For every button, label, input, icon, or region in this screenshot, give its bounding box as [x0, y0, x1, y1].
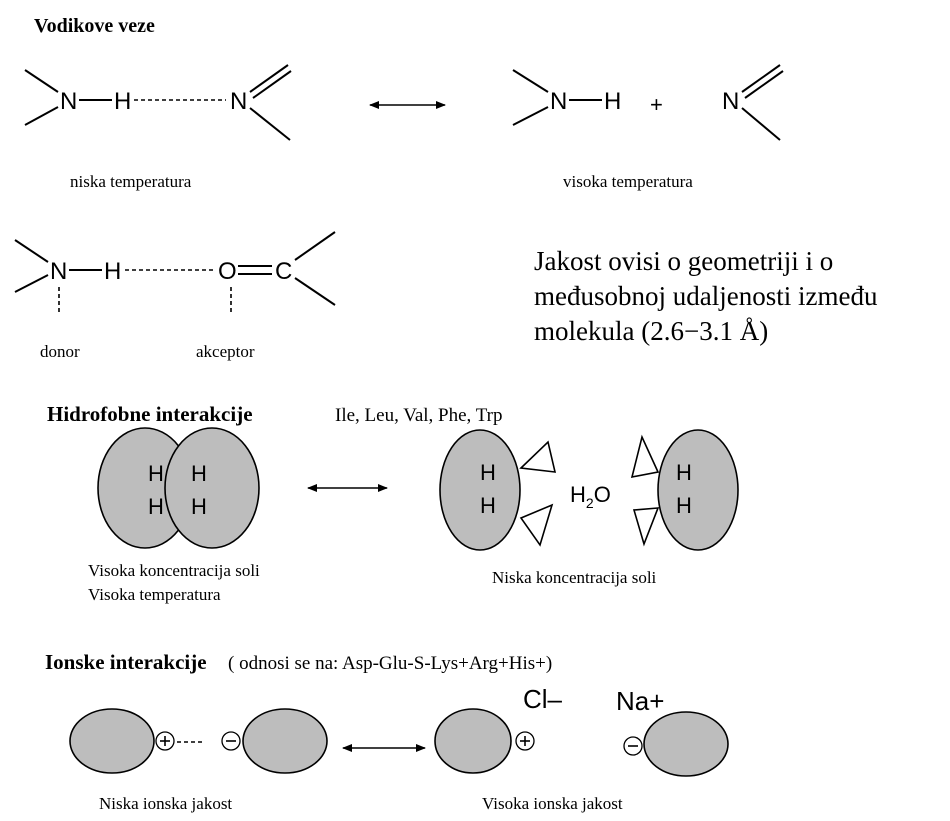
- atom-n: N: [722, 88, 739, 115]
- water-cage-triangle: [632, 507, 660, 547]
- label-low-salt: Niska koncentracija soli: [492, 568, 657, 587]
- hbond-title: Vodikove veze: [34, 15, 155, 37]
- hbond-high-temp-structure: N H + N: [512, 64, 784, 141]
- ionic-title: Ionske interakcije: [45, 650, 207, 674]
- hydrophobic-residues: Ile, Leu, Val, Phe, Trp: [335, 405, 502, 426]
- atom-o: O: [218, 258, 237, 285]
- plus-sign: +: [650, 92, 663, 117]
- atom-n: N: [550, 88, 567, 115]
- water-cage-triangle: [519, 440, 557, 473]
- label-low-ionic-strength: Niska ionska jakost: [99, 794, 232, 813]
- atom-n: N: [230, 88, 247, 115]
- label-donor: donor: [40, 342, 80, 361]
- atom-h: H: [191, 494, 207, 519]
- sodium-ion: Na+: [616, 686, 664, 716]
- hydrophobic-associated-structure: H H H H: [97, 427, 260, 549]
- atom-h: H: [676, 460, 692, 485]
- strength-note-line2: međusobnoj udaljenosti između: [534, 281, 878, 311]
- hbond-low-temp-structure: N H N: [24, 64, 292, 141]
- atom-n: N: [60, 88, 77, 115]
- atom-h: H: [676, 493, 692, 518]
- water-molecule: H2O: [570, 482, 611, 511]
- water-cage-triangle: [519, 503, 554, 547]
- atom-c: C: [275, 258, 292, 285]
- atom-h: H: [480, 460, 496, 485]
- atom-h: H: [148, 494, 164, 519]
- water-cage-triangle: [630, 434, 660, 479]
- ionic-separated-structure: Cl– Na+: [434, 684, 729, 777]
- strength-note-line3: molekula (2.6−3.1 Å): [534, 316, 768, 346]
- label-low-temperature: niska temperatura: [70, 172, 192, 191]
- chloride-ion: Cl–: [523, 684, 563, 714]
- atom-n: N: [50, 258, 67, 285]
- hbond-donor-acceptor-structure: N H O C: [14, 231, 336, 312]
- ionic-note: ( odnosi se na: Asp-Glu-S-Lys+Arg+His+): [228, 653, 552, 674]
- atom-h: H: [114, 88, 131, 115]
- hydrophobic-separated-structure: H H H H H2O: [439, 429, 739, 551]
- atom-h: H: [148, 461, 164, 486]
- hydrophobic-title: Hidrofobne interakcije: [47, 402, 253, 426]
- atom-h: H: [480, 493, 496, 518]
- label-high-temperature-2: Visoka temperatura: [88, 585, 221, 604]
- label-high-temperature: visoka temperatura: [563, 172, 693, 191]
- label-high-ionic-strength: Visoka ionska jakost: [482, 794, 623, 813]
- atom-h: H: [104, 258, 121, 285]
- label-high-salt: Visoka koncentracija soli: [88, 561, 260, 580]
- atom-h: H: [604, 88, 621, 115]
- atom-h: H: [191, 461, 207, 486]
- label-acceptor: akceptor: [196, 342, 255, 361]
- strength-note-line1: Jakost ovisi o geometriji i o: [534, 246, 833, 276]
- ionic-paired-structure: [69, 708, 328, 774]
